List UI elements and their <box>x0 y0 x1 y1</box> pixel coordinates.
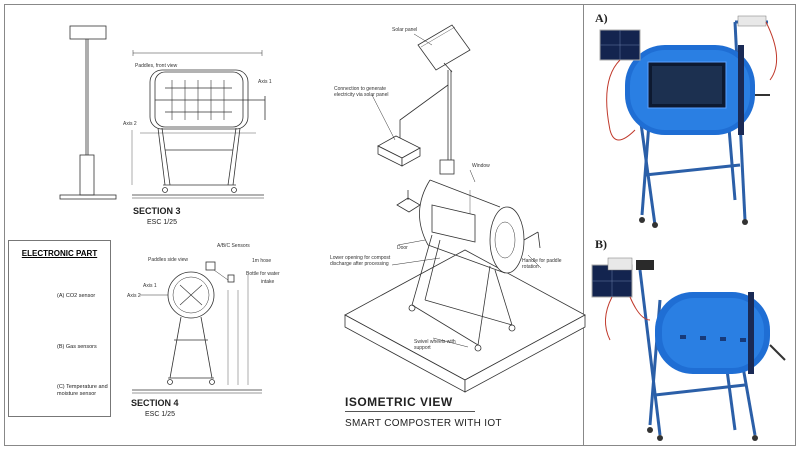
photo-a <box>588 8 792 228</box>
section3-side-stand <box>59 25 117 200</box>
co2-sensor-label: (A) CO2 sensor <box>57 293 96 299</box>
co2-sensor-icon <box>21 283 37 305</box>
isometric-title: ISOMETRIC VIEW <box>345 395 453 409</box>
handle-label: Handle for paddle rotation <box>522 258 562 270</box>
section3-front-view <box>131 50 266 199</box>
section4-scale: ESC 1/25 <box>145 411 175 418</box>
bottle-label: Bottle for water <box>246 271 280 277</box>
section3-scale: ESC 1/25 <box>147 219 177 226</box>
gas-sensors-label: (B) Gas sensors <box>57 344 97 350</box>
window-label: Window <box>472 163 490 169</box>
section3-title: SECTION 3 <box>133 206 181 216</box>
isometric-subtitle: SMART COMPOSTER WITH IOT <box>345 418 502 429</box>
temperature-moisture-sensor-icon <box>26 369 38 407</box>
section4-side-view <box>132 261 262 394</box>
intake-label: intake <box>261 279 275 285</box>
temperature-moisture-label: (C) Temperature and moisture sensor <box>57 384 108 397</box>
electronic-part-title: ELECTRONIC PART <box>21 249 98 258</box>
section3-axis1-label: Axis 1 <box>258 79 272 85</box>
abc-sensors-label: A/B/C Sensors <box>217 243 250 249</box>
section4-axis2-label: Axis 2 <box>127 293 141 299</box>
connection-label: Connection to generate electricity via s… <box>334 86 389 98</box>
gas-sensors-icon <box>17 330 43 356</box>
photo-b <box>588 232 792 442</box>
solar-panel-label: Solar panel <box>392 27 418 33</box>
lower-opening-label: Lower opening for compost discharge afte… <box>330 255 391 267</box>
wheels-label: Swivel wheels with support <box>414 339 456 351</box>
panel-divider <box>583 4 584 446</box>
paddles-front-label: Paddles, front view <box>135 63 178 69</box>
isometric-view <box>344 24 586 393</box>
door-label: Door <box>397 245 408 251</box>
section4-title: SECTION 4 <box>131 398 179 408</box>
paddles-side-label: Paddles side view <box>148 257 189 263</box>
hose-label: 1m hose <box>252 258 272 264</box>
photo-b-label: B) <box>595 237 607 251</box>
figure-frame <box>4 4 796 446</box>
section4-axis1-label: Axis 1 <box>143 283 157 289</box>
section3-axis2-label: Axis 2 <box>123 121 137 127</box>
photo-a-label: A) <box>595 11 608 25</box>
electronic-part-panel: ELECTRONIC PART (A) CO2 sensor (B) Gas s… <box>8 240 111 417</box>
title-underline <box>345 411 475 412</box>
